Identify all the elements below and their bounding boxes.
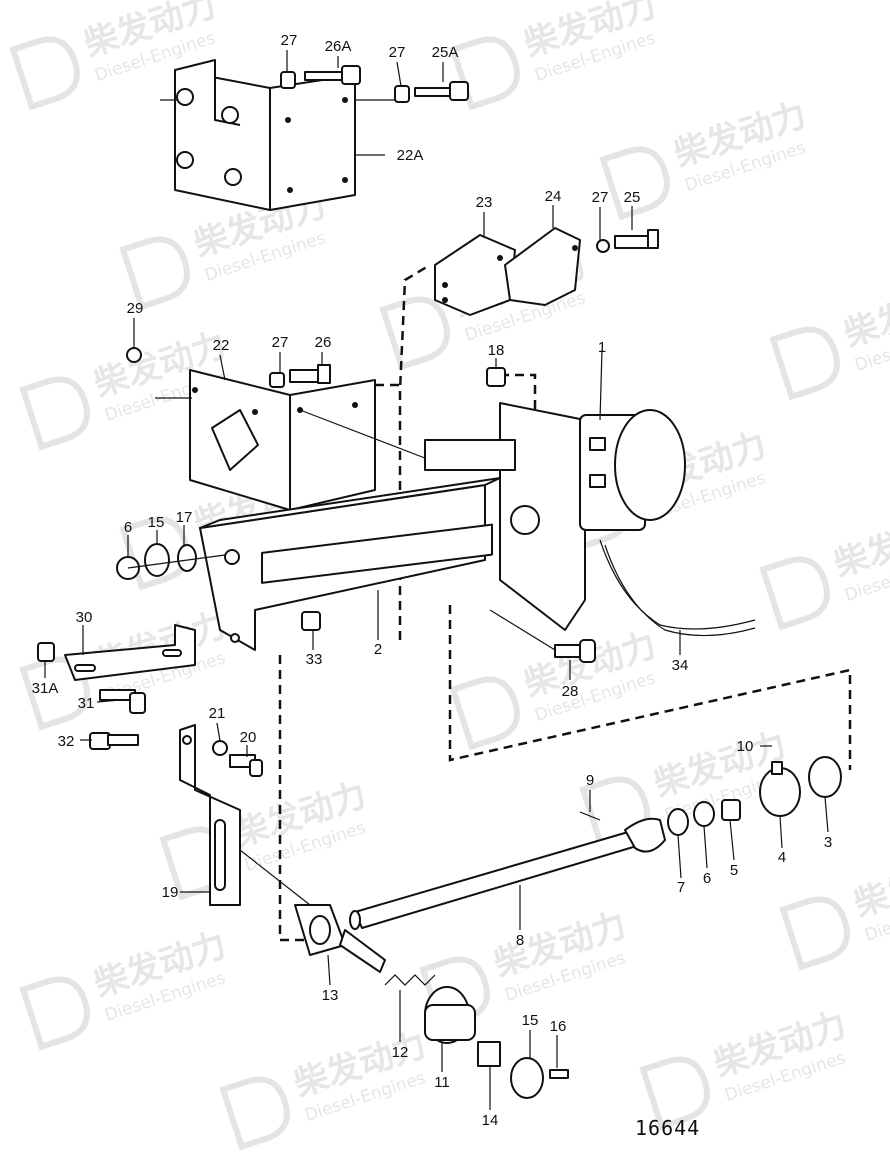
label-27: 27 [272, 334, 289, 351]
label-2: 2 [374, 641, 382, 658]
nut-33 [301, 611, 321, 631]
label-6: 6 [703, 870, 711, 887]
label-1: 1 [598, 339, 606, 356]
label-18: 18 [488, 342, 505, 359]
label-26: 26 [315, 334, 332, 351]
watermark-logo-icon [19, 656, 90, 731]
label-8: 8 [516, 932, 524, 949]
label-34: 34 [672, 657, 689, 674]
label-27: 27 [592, 189, 609, 206]
reference-number: 16644 [635, 1116, 700, 1140]
watermark-text-cn: 柴发动力 [849, 845, 890, 925]
label-30: 30 [76, 609, 93, 626]
label-27: 27 [281, 32, 298, 49]
label-20: 20 [240, 729, 257, 746]
bracket-22a [160, 59, 395, 211]
label-10: 10 [737, 738, 754, 755]
watermark-logo-icon [769, 326, 840, 401]
bracket-30 [37, 624, 196, 750]
watermark-logo-icon [449, 676, 520, 751]
label-5: 5 [730, 862, 738, 879]
label-22a: 22A [397, 147, 424, 164]
label-6: 6 [124, 519, 132, 536]
lower-assembly [239, 849, 569, 1099]
washers-left [116, 543, 226, 580]
watermark-logo-icon [219, 1076, 290, 1151]
watermark-logo-icon [9, 36, 80, 111]
watermark-logo-icon [449, 36, 520, 111]
watermark-logo-icon [19, 976, 90, 1051]
watermark-logo-icon [639, 1056, 710, 1131]
label-17: 17 [176, 509, 193, 526]
plates-23-24 [434, 227, 659, 316]
label-32: 32 [58, 733, 75, 750]
label-33: 33 [306, 651, 323, 668]
shaft-8 [349, 811, 666, 930]
label-7: 7 [677, 879, 685, 896]
watermark-logo-icon [779, 896, 850, 971]
label-31a: 31A [32, 680, 59, 697]
watermark-logo-icon [119, 516, 190, 591]
rail-2 [199, 439, 516, 651]
label-11: 11 [434, 1074, 450, 1091]
label-9: 9 [586, 772, 594, 789]
label-25a: 25A [432, 44, 459, 61]
part-labels: 27 26A 27 25A 22A 23 24 27 25 29 22 27 2… [32, 32, 833, 1129]
label-23: 23 [476, 194, 493, 211]
label-16: 16 [550, 1018, 567, 1035]
label-28: 28 [562, 683, 579, 700]
label-29: 29 [127, 300, 144, 317]
leader-lines [44, 50, 829, 1110]
label-19: 19 [162, 884, 179, 901]
label-22: 22 [213, 337, 230, 354]
label-12: 12 [392, 1044, 409, 1061]
fittings-right [667, 756, 842, 836]
label-24: 24 [545, 188, 562, 205]
watermark-logo-icon [19, 376, 90, 451]
label-15: 15 [148, 514, 165, 531]
label-27: 27 [389, 44, 406, 61]
label-31: 31 [78, 695, 95, 712]
bracket-22 [126, 347, 431, 511]
watermark-text-cn: 柴发动力 [839, 275, 890, 355]
label-13: 13 [322, 987, 339, 1004]
watermark-logo-icon [379, 296, 450, 371]
label-3: 3 [824, 834, 832, 851]
bolts-top [280, 65, 469, 103]
lever-19 [179, 724, 263, 906]
bolt-28 [489, 609, 596, 663]
label-14: 14 [482, 1112, 499, 1129]
watermark-logo-icon [759, 556, 830, 631]
watermark-text-cn: 柴发动力 [829, 505, 890, 585]
label-26a: 26A [325, 38, 352, 55]
motor-assembly-1 [486, 367, 756, 637]
label-15: 15 [522, 1012, 539, 1029]
label-25: 25 [624, 189, 641, 206]
watermark-logo-icon [119, 236, 190, 311]
label-4: 4 [778, 849, 786, 866]
label-21: 21 [209, 705, 226, 722]
watermark-logo-icon [599, 146, 670, 221]
